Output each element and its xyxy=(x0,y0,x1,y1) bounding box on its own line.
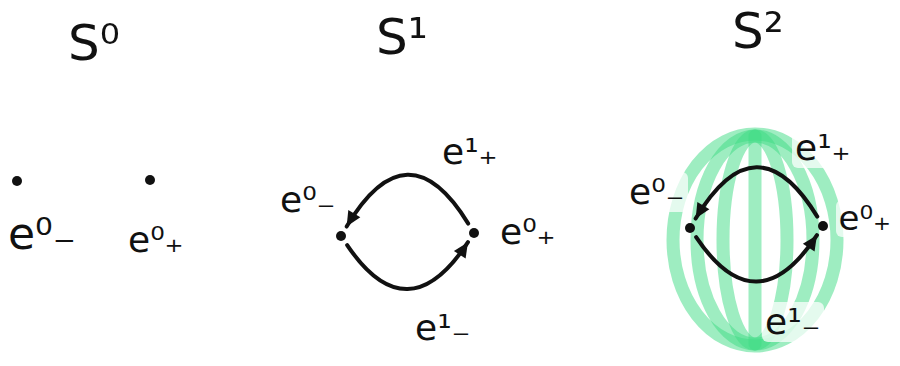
sphere-title: S² xyxy=(732,4,784,59)
cell-label: e⁰₊ xyxy=(836,200,895,237)
cell-point: e⁰₊ xyxy=(818,221,828,231)
cell-label: e⁰₋ xyxy=(626,172,688,212)
cell-label: e¹₊ xyxy=(442,132,498,172)
cell-point: e⁰₊ xyxy=(145,175,155,185)
cell-label: e⁰₋ xyxy=(8,210,76,258)
cell-label: e¹₊ xyxy=(792,128,854,168)
cell-label: e¹₋ xyxy=(762,302,824,342)
cell-label: e⁰₊ xyxy=(500,212,556,252)
attaching-arrow xyxy=(347,242,468,289)
sphere-title: S¹ xyxy=(376,10,428,65)
cell-label: e¹₋ xyxy=(415,308,471,348)
attaching-arrow xyxy=(347,175,469,227)
cell-point: e⁰₋ xyxy=(12,176,22,186)
cell-label: e⁰₋ xyxy=(280,180,336,220)
cell-point: e⁰₋ xyxy=(336,231,346,241)
attaching-arrow xyxy=(696,235,817,281)
cell-point: e⁰₋ xyxy=(685,223,695,233)
sphere-title: S⁰ xyxy=(68,16,120,71)
cell-label: e⁰₊ xyxy=(128,220,184,260)
cell-point: e⁰₊ xyxy=(469,228,479,238)
attaching-arrow xyxy=(696,167,818,218)
